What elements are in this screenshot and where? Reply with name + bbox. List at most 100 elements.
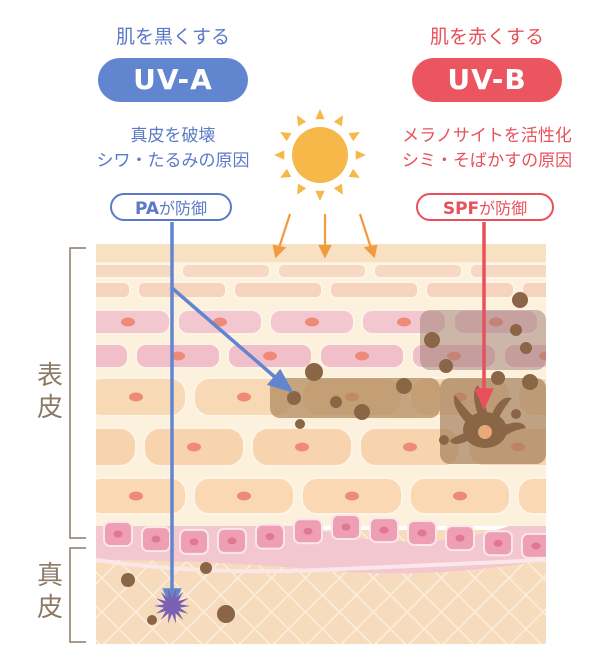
- uvb-desc-line2: シミ・そばかすの原因: [401, 151, 573, 171]
- cell-nucleus: [403, 442, 417, 452]
- skin-cell: [96, 427, 137, 467]
- sun-ray: [348, 132, 360, 142]
- melanin-dot: [305, 363, 323, 381]
- cell-nucleus: [561, 492, 575, 501]
- basal-nucleus: [151, 535, 161, 543]
- sun-ray: [297, 183, 307, 195]
- cell-nucleus: [263, 351, 277, 361]
- sun-ray: [280, 132, 292, 142]
- cell-nucleus: [295, 442, 309, 452]
- skin-cell: [233, 281, 323, 299]
- cell-nucleus: [237, 392, 251, 402]
- epidermis-char1: 表: [36, 361, 63, 391]
- basal-nucleus: [417, 529, 427, 537]
- cell-nucleus: [561, 393, 575, 402]
- cell-nucleus: [187, 442, 201, 452]
- melanin-dot: [396, 378, 412, 394]
- melanin-dot: [439, 435, 449, 445]
- melanin-dot: [147, 615, 157, 625]
- melanin-dot: [512, 292, 528, 308]
- uvb-pill: UV-B: [412, 58, 562, 102]
- uva-badge-strong: PA: [134, 199, 160, 219]
- uva-badge-rest: が防御: [159, 199, 208, 218]
- melanin-dot: [217, 605, 235, 623]
- cell-nucleus: [79, 443, 93, 452]
- melanin-dot: [511, 409, 521, 419]
- basal-nucleus: [189, 538, 199, 546]
- uva-desc-line1: 真皮を破壊: [130, 126, 216, 146]
- dermis-char1: 真: [36, 561, 63, 591]
- uva-defense-badge: PAが防御: [110, 193, 232, 221]
- dermis-label: 真 皮: [30, 560, 70, 624]
- basal-layer: [96, 512, 546, 574]
- melanin-dot: [424, 332, 440, 348]
- epidermis-char2: 皮: [36, 393, 63, 423]
- skin-cell: [521, 281, 546, 299]
- basal-nucleus: [493, 539, 503, 547]
- skin-cell: [96, 263, 175, 279]
- sun-ray: [274, 150, 285, 160]
- uvb-badge-strong: SPF: [442, 199, 480, 219]
- uva-effect-label: 肌を黒くする: [115, 26, 230, 48]
- cell-nucleus: [305, 317, 319, 327]
- uvb-description: メラノサイトを活性化 シミ・そばかすの原因: [384, 124, 590, 174]
- cell-nucleus: [397, 317, 411, 327]
- cell-nucleus: [237, 491, 251, 501]
- cell-nucleus: [355, 351, 369, 361]
- uvb-defense-badge: SPFが防御: [416, 193, 554, 221]
- basal-nucleus: [303, 527, 313, 535]
- basal-nucleus: [455, 534, 465, 542]
- uva-desc-line2: シワ・たるみの原因: [96, 151, 250, 171]
- melanin-dot: [121, 573, 135, 587]
- skin-layers: [79, 244, 575, 644]
- layer-brackets: [69, 247, 86, 643]
- sun-ray: [355, 150, 366, 160]
- melanin-dot: [287, 391, 301, 405]
- skin-cell: [277, 263, 367, 279]
- sun-ray: [280, 168, 292, 178]
- basal-nucleus: [113, 530, 123, 538]
- cell-nucleus: [171, 351, 185, 361]
- basal-nucleus: [341, 523, 351, 531]
- uvb-effect-label: 肌を赤くする: [429, 26, 544, 48]
- uvb-badge-rest: が防御: [479, 199, 528, 218]
- cell-nucleus: [79, 352, 93, 361]
- melanin-dot: [491, 371, 505, 385]
- uvb-arrow: [474, 222, 494, 411]
- sun-ray: [315, 109, 325, 120]
- skin-cell: [181, 263, 271, 279]
- melanin-dot: [295, 419, 305, 429]
- skin-cell: [517, 477, 546, 515]
- cell-nucleus: [345, 491, 359, 501]
- basal-nucleus: [265, 533, 275, 541]
- skin-cell: [329, 281, 419, 299]
- melanin-dot: [522, 374, 538, 390]
- melanin-dot: [520, 342, 532, 354]
- sun-ray: [315, 190, 325, 201]
- sun-ray: [348, 168, 360, 178]
- skin-cell: [469, 263, 546, 279]
- melanin-dot: [200, 562, 212, 574]
- epidermis-label: 表 皮: [30, 360, 70, 424]
- skin-cell: [96, 343, 129, 369]
- sun-icon: [274, 109, 366, 201]
- dermis-damage-icon: [154, 588, 190, 624]
- sun-ray: [333, 115, 343, 127]
- basal-nucleus: [227, 537, 237, 545]
- skin-cell: [425, 281, 515, 299]
- cell-nucleus: [121, 317, 135, 327]
- basal-nucleus: [379, 526, 389, 534]
- uva-pill: UV-A: [98, 58, 248, 102]
- cell-nucleus: [129, 392, 143, 402]
- basal-nucleus: [531, 542, 541, 550]
- cell-nucleus: [129, 491, 143, 501]
- uvb-desc-line1: メラノサイトを活性化: [402, 126, 572, 146]
- dermis-char2: 皮: [36, 593, 63, 623]
- skin-cell: [96, 281, 131, 299]
- cell-nucleus: [453, 491, 467, 501]
- uva-description: 真皮を破壊 シワ・たるみの原因: [70, 124, 276, 174]
- sun-ray: [297, 115, 307, 127]
- melanin-dot: [354, 404, 370, 420]
- sun-ray: [333, 183, 343, 195]
